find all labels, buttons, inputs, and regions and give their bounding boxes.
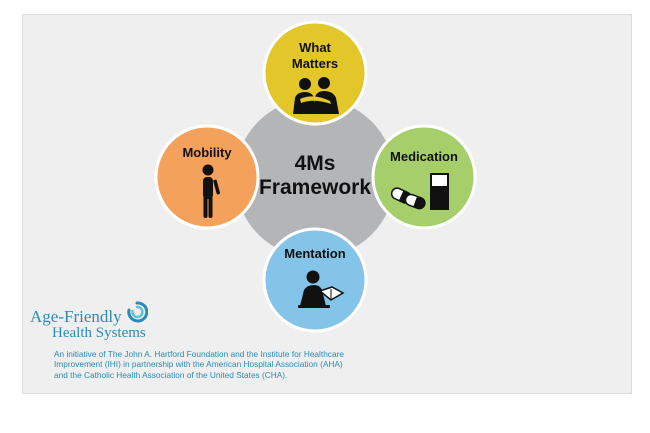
initiative-line-3: and the Catholic Health Association of t… — [54, 369, 288, 380]
brand-swirl-icon — [127, 301, 148, 323]
initiative-line-2: Improvement (IHI) in partnership with th… — [54, 359, 343, 370]
node-what-matters-label-line1: What — [299, 40, 331, 55]
node-medication: Medication — [371, 124, 477, 230]
node-medication-circle — [371, 124, 477, 230]
person-standing-icon — [202, 164, 220, 218]
pills-and-glass-icon — [390, 173, 449, 210]
node-mobility: Mobility — [154, 124, 260, 230]
brand-name-line2: Health Systems — [52, 325, 146, 341]
initiative-statement: An initiative of The John A. Hartford Fo… — [54, 349, 384, 380]
framework-title-line2: Framework — [259, 176, 371, 199]
framework-title-line1: 4Ms — [295, 152, 336, 175]
node-mentation: Mentation — [262, 227, 368, 333]
initiative-line-1: An initiative of The John A. Hartford Fo… — [54, 349, 344, 359]
node-what-matters-circle — [262, 20, 368, 126]
person-reading-icon — [298, 270, 345, 308]
node-mentation-label: Mentation — [284, 246, 345, 261]
node-mobility-label: Mobility — [182, 145, 232, 160]
people-embrace-icon — [293, 77, 339, 114]
node-what-matters-label-line2: Matters — [292, 56, 338, 71]
node-what-matters: What Matters — [262, 20, 368, 126]
brand-name-line1: Age-Friendly — [30, 307, 122, 326]
node-medication-label: Medication — [390, 149, 458, 164]
brand-logo: Age-Friendly Health Systems — [30, 301, 170, 345]
framework-hub — [235, 98, 395, 258]
